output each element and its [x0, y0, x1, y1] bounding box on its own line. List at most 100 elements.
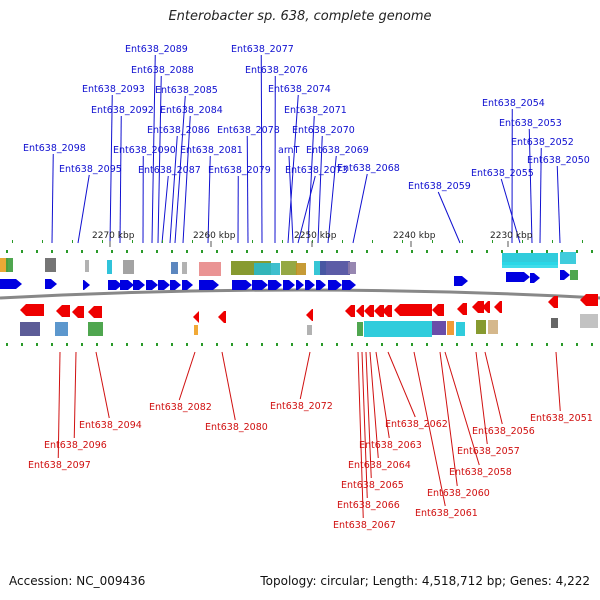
reverse-gene-arrow: [345, 305, 355, 317]
guide-dash: [552, 240, 553, 243]
guide-dash: [276, 250, 278, 253]
guide-dash: [282, 240, 283, 243]
feature-block: [199, 262, 221, 276]
guide-dash: [486, 250, 488, 253]
reverse-leader-line: [484, 351, 503, 425]
forward-leader-line: [77, 174, 90, 244]
guide-dash: [576, 343, 578, 346]
forward-gene-arrow: [252, 280, 268, 290]
guide-dash: [366, 250, 368, 253]
forward-gene-label: Ent638_2088: [131, 65, 194, 76]
feature-block: [123, 260, 134, 274]
guide-dash: [576, 250, 578, 253]
forward-gene-label: Ent638_2092: [91, 105, 154, 116]
guide-dash: [351, 343, 353, 346]
guide-dash: [546, 343, 548, 346]
guide-dash: [111, 343, 113, 346]
feature-block: [570, 270, 578, 280]
reverse-gene-label: Ent638_2063: [359, 440, 422, 451]
feature-block: [476, 320, 486, 334]
reverse-gene-label: Ent638_2064: [348, 460, 411, 471]
feature-block: [194, 325, 198, 335]
forward-gene-arrow: [305, 280, 315, 290]
reverse-gene-label: Ent638_2061: [415, 508, 478, 519]
feature-block: [0, 258, 8, 272]
forward-leader-line: [109, 94, 113, 244]
forward-leader-line: [352, 173, 368, 244]
guide-dash: [126, 250, 128, 253]
feature-block: [488, 320, 498, 334]
guide-dash: [216, 343, 218, 346]
guide-dash: [426, 250, 428, 253]
guide-dash: [192, 240, 193, 243]
forward-leader-line: [539, 147, 542, 244]
reverse-gene-label: Ent638_2051: [530, 413, 593, 424]
forward-gene-label: Ent638_2098: [23, 143, 86, 154]
forward-gene-arrow: [454, 276, 468, 286]
feature-blocks: [0, 252, 598, 337]
forward-leader-line: [182, 115, 191, 244]
reverse-leader-line: [555, 351, 561, 412]
guide-dash: [201, 343, 203, 346]
guide-dash: [246, 250, 248, 253]
feature-block: [456, 322, 465, 336]
guide-dash: [162, 240, 163, 243]
forward-gene-arrow: [328, 280, 342, 290]
feature-block: [307, 325, 312, 335]
guide-dash: [66, 343, 68, 346]
forward-gene-label: Ent638_2052: [511, 137, 574, 148]
feature-block: [357, 322, 363, 336]
forward-gene-arrow: [560, 270, 570, 280]
guide-dash: [321, 250, 323, 253]
reverse-gene-arrow: [364, 305, 374, 317]
reverse-gene-arrow: [580, 294, 598, 306]
reverse-leader-line: [95, 351, 110, 419]
forward-gene-arrow: [268, 280, 282, 290]
guide-dash: [6, 343, 8, 346]
scale-tick-label: 2230 kbp: [490, 231, 533, 241]
forward-leader-line: [151, 54, 156, 244]
reverse-leader-line: [357, 351, 364, 519]
reverse-leader-line: [375, 351, 390, 439]
reverse-leader-line: [73, 351, 77, 439]
guide-dash: [81, 250, 83, 253]
guide-dash: [486, 343, 488, 346]
guide-dash: [351, 250, 353, 253]
scale-tick-label: 2260 kbp: [193, 231, 236, 241]
feature-block: [55, 322, 68, 336]
reverse-gene-label: Ent638_2057: [457, 446, 520, 457]
backbone-line: [0, 288, 600, 300]
forward-gene-arrow: [0, 279, 22, 289]
guide-dash: [441, 343, 443, 346]
reverse-gene-arrow: [20, 304, 44, 316]
forward-leader-line: [161, 175, 169, 244]
guide-dash: [522, 240, 523, 243]
reverse-gene-arrow: [482, 301, 490, 313]
reverse-gene-label: Ent638_2058: [449, 467, 512, 478]
forward-leader-line: [174, 95, 186, 244]
guide-dash: [141, 343, 143, 346]
forward-gene-label: Ent638_2086: [147, 125, 210, 136]
forward-leader-line: [327, 155, 337, 244]
reverse-gene-arrow: [306, 309, 313, 321]
reverse-leader-line: [475, 351, 488, 445]
reverse-gene-label: Ent638_2065: [341, 480, 404, 491]
forward-gene-arrow: [182, 280, 193, 290]
reverse-gene-label: Ent638_2080: [205, 422, 268, 433]
feature-block: [182, 262, 187, 274]
feature-block: [107, 260, 112, 274]
guide-dash: [246, 343, 248, 346]
guide-dash: [186, 250, 188, 253]
forward-gene-label: Ent638_2068: [337, 163, 400, 174]
guide-dash: [51, 343, 53, 346]
forward-leader-line: [169, 135, 178, 244]
forward-gene-label: Ent638_2087: [138, 165, 201, 176]
reverse-gene-label: Ent638_2094: [79, 420, 142, 431]
guide-dash: [441, 250, 443, 253]
guide-dash: [291, 343, 293, 346]
forward-leader-line: [207, 155, 211, 244]
forward-gene-arrow: [108, 280, 122, 290]
guide-dash: [126, 343, 128, 346]
guide-dash: [516, 343, 518, 346]
